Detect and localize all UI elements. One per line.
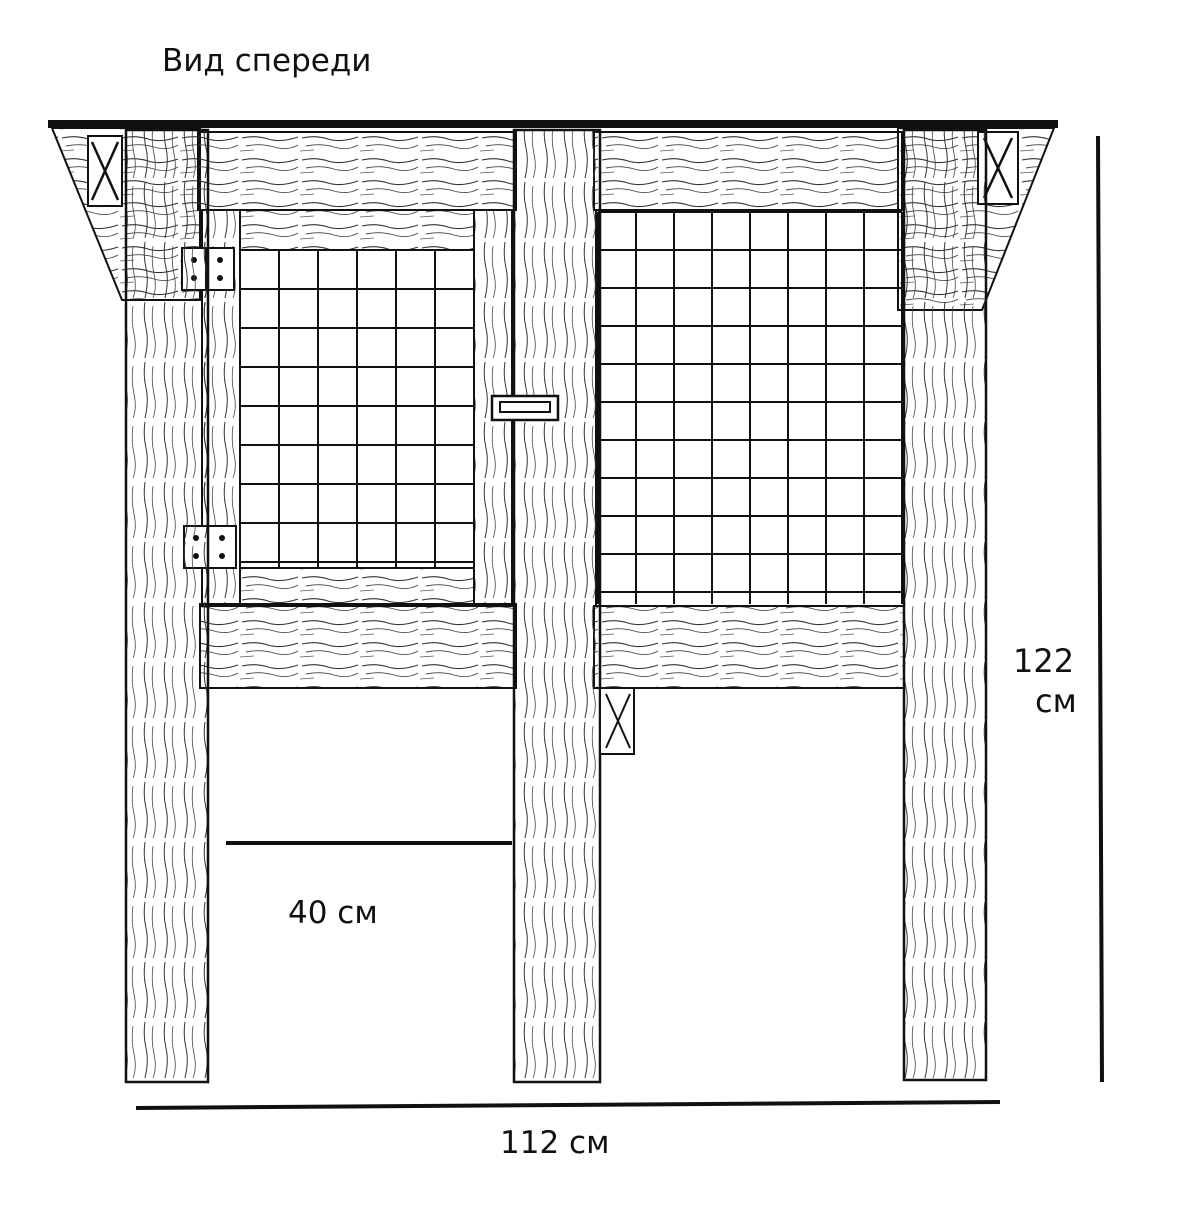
lower-board-left: [199, 603, 517, 689]
post-right: [902, 128, 988, 1082]
door-rail-bottom: [239, 567, 475, 607]
roof-top-edge: [48, 120, 1058, 128]
door-rail-top: [239, 209, 475, 251]
dimension-line-total-width: [135, 1100, 1001, 1110]
dimension-line-height: [1096, 135, 1104, 1083]
total-width-label: 112 см: [500, 1125, 610, 1161]
lower-board-right: [593, 605, 905, 689]
door-width-label: 40 см: [288, 895, 378, 931]
height-value-label: 122: [1013, 642, 1075, 680]
left-door: [201, 209, 515, 607]
door-wire-mesh: [239, 249, 475, 568]
upper-board-right: [593, 131, 903, 211]
post-left: [124, 128, 210, 1084]
roof-brace-left: [87, 135, 123, 207]
right-mesh-panel: [595, 209, 905, 607]
height-unit-label: см: [1035, 682, 1077, 720]
door-latch: [490, 394, 560, 422]
post-middle: [512, 128, 602, 1084]
right-wire-mesh: [597, 211, 903, 604]
brace-middle: [599, 687, 635, 755]
diagram-title: Вид спереди: [162, 43, 372, 79]
upper-board-left: [197, 131, 517, 211]
